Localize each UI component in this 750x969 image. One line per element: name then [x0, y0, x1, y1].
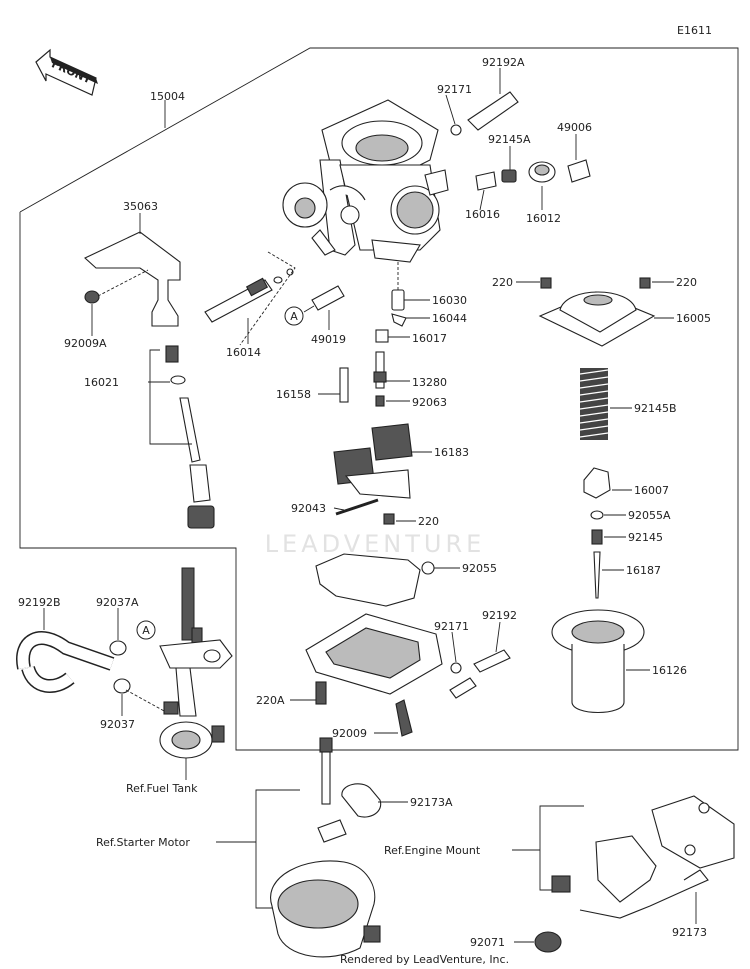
label-92037: 92037 — [100, 718, 135, 731]
label-92063: 92063 — [412, 396, 447, 409]
part-16183 — [333, 423, 432, 499]
callout-a-bottom-label: A — [142, 624, 150, 637]
label-92037A: 92037A — [96, 596, 139, 609]
label-16021: 16021 — [84, 376, 119, 389]
label-92173A: 92173A — [410, 796, 453, 809]
engine-mount-bracket — [534, 795, 735, 953]
label-92171-lower: 92171 — [434, 620, 469, 633]
label-16183: 16183 — [434, 446, 469, 459]
fuel-tap — [159, 567, 233, 759]
label-92145B: 92145B — [634, 402, 677, 415]
diagram-code: E1611 — [677, 24, 712, 37]
part-49006 — [567, 159, 591, 183]
label-16017: 16017 — [412, 332, 447, 345]
part-92009A — [84, 269, 149, 336]
label-35063: 35063 — [123, 200, 158, 213]
label-92192A: 92192A — [482, 56, 525, 69]
callout-a-top-label: A — [290, 310, 298, 323]
starter-bolt-assy — [317, 737, 408, 843]
label-16187: 16187 — [626, 564, 661, 577]
label-92171-top: 92171 — [437, 83, 472, 96]
ref-fuel-tank: Ref.Fuel Tank — [126, 782, 198, 795]
callout-a-bottom — [136, 620, 156, 640]
label-92145: 92145 — [628, 531, 663, 544]
part-16126 — [551, 609, 645, 713]
part-220-float — [383, 513, 395, 525]
assembly-frame — [19, 47, 739, 751]
label-16005: 16005 — [676, 312, 711, 325]
label-92192B: 92192B — [18, 596, 61, 609]
label-16126: 16126 — [652, 664, 687, 677]
label-92009: 92009 — [332, 727, 367, 740]
part-220-cap-left — [540, 277, 552, 289]
part-16021 — [148, 345, 215, 529]
part-92171-lower — [450, 662, 462, 674]
label-16014: 16014 — [226, 346, 261, 359]
label-92071: 92071 — [470, 936, 505, 949]
label-92043: 92043 — [291, 502, 326, 515]
ref-starter-motor: Ref.Starter Motor — [96, 836, 190, 849]
part-92037 — [113, 678, 131, 694]
label-16158: 16158 — [276, 388, 311, 401]
label-16012: 16012 — [526, 212, 561, 225]
starter-clutch-cover — [270, 860, 381, 958]
part-92145 — [591, 529, 603, 545]
part-92145B — [579, 368, 609, 440]
label-92145A: 92145A — [488, 133, 531, 146]
label-49019: 49019 — [311, 333, 346, 346]
part-16005 — [538, 291, 656, 347]
part-92145A — [501, 169, 517, 183]
part-92055 — [315, 553, 421, 607]
label-92173: 92173 — [672, 926, 707, 939]
label-220A: 220A — [256, 694, 285, 707]
part-16016 — [475, 171, 497, 191]
part-16007 — [583, 467, 611, 499]
part-16187 — [593, 551, 601, 599]
label-16030: 16030 — [432, 294, 467, 307]
watermark: LEADVENTURE — [265, 530, 486, 558]
part-16014 — [204, 251, 296, 346]
label-15004: 15004 — [150, 90, 185, 103]
ref-engine-mount: Ref.Engine Mount — [384, 844, 481, 857]
part-92043 — [335, 498, 379, 516]
label-92009A: 92009A — [64, 337, 107, 350]
part-92192A — [467, 91, 519, 131]
label-16007: 16007 — [634, 484, 669, 497]
label-220-float: 220 — [418, 515, 439, 528]
part-49019 — [311, 285, 345, 311]
part-92055A — [590, 510, 604, 520]
label-49006: 49006 — [557, 121, 592, 134]
part-220-cap-right — [639, 277, 651, 289]
front-arrow-icon: FRONT — [35, 48, 98, 96]
label-13280: 13280 — [412, 376, 447, 389]
label-16016: 16016 — [465, 208, 500, 221]
jets-column — [339, 262, 407, 407]
part-92171-top — [450, 124, 462, 136]
label-92192: 92192 — [482, 609, 517, 622]
label-220-left: 220 — [492, 276, 513, 289]
part-35063 — [84, 231, 181, 327]
callout-a-top — [284, 306, 304, 326]
carburetor-body — [282, 99, 449, 263]
label-92055A: 92055A — [628, 509, 671, 522]
label-92055: 92055 — [462, 562, 497, 575]
part-92192 — [473, 649, 511, 673]
label-16044: 16044 — [432, 312, 467, 325]
part-92037A — [109, 640, 127, 656]
label-220-right: 220 — [676, 276, 697, 289]
float-bowl — [305, 613, 443, 737]
footer-credit: Rendered by LeadVenture, Inc. — [340, 953, 509, 966]
